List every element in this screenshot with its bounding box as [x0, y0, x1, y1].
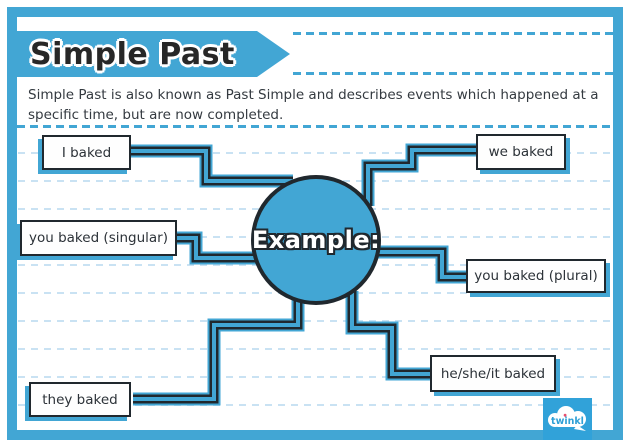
- center-node-example: Example:: [251, 175, 381, 305]
- logo-i-dot: [563, 413, 566, 417]
- node-you-baked-singular: you baked (singular): [20, 220, 177, 256]
- node-label: we baked: [488, 144, 554, 160]
- node-they-baked: they baked: [29, 382, 131, 417]
- description-text: Simple Past is also known as Past Simple…: [28, 87, 599, 123]
- node-i-baked: I baked: [42, 135, 131, 170]
- page-title: Simple Past: [30, 36, 235, 72]
- title-banner: Simple Past: [7, 31, 290, 77]
- node-you-baked-plural: you baked (plural): [466, 259, 606, 293]
- node-we-baked: we baked: [476, 134, 566, 170]
- center-node-label: Example:: [251, 226, 381, 254]
- twinkl-logo: twinkl: [543, 398, 592, 440]
- twinkl-logo-text: twinkl: [551, 416, 584, 427]
- twinkl-cloud-icon: twinkl: [547, 406, 586, 431]
- node-label: he/she/it baked: [440, 365, 546, 382]
- node-label: I baked: [61, 144, 112, 161]
- node-label: they baked: [42, 391, 118, 408]
- page-frame: [7, 7, 623, 440]
- node-label: you baked (plural): [474, 268, 598, 284]
- node-label: you baked (singular): [28, 230, 168, 246]
- node-he-she-it-baked: he/she/it baked: [430, 355, 556, 392]
